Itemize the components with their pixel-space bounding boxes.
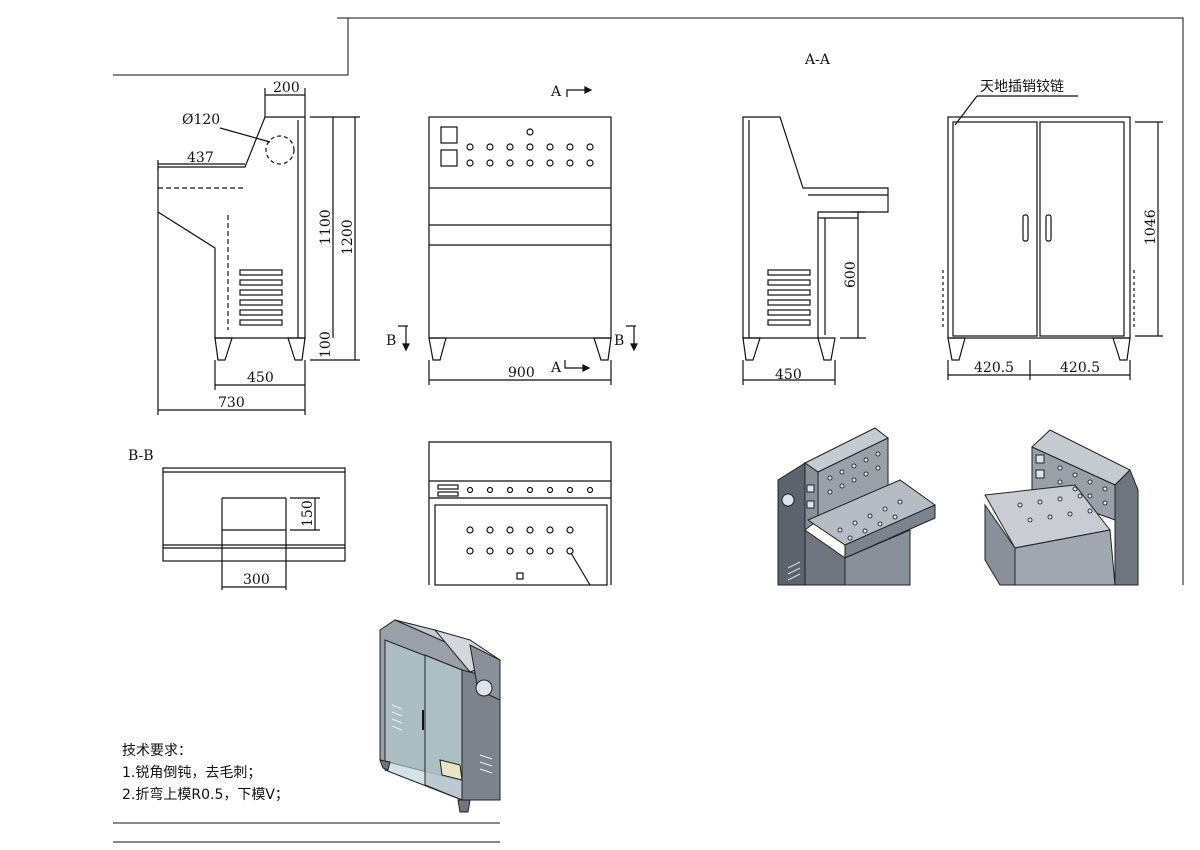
- front-view: [398, 86, 638, 385]
- dim-600: 600: [843, 261, 859, 288]
- dim-450-aa: 450: [775, 367, 802, 383]
- top-view: [428, 441, 612, 586]
- dim-100: 100: [318, 331, 334, 358]
- dim-900: 900: [508, 365, 535, 381]
- side-vent-slots: [239, 269, 283, 326]
- dim-1200: 1200: [340, 219, 356, 255]
- tech-requirement-item: 1.锐角倒钝，去毛刺；: [122, 765, 262, 781]
- tech-requirements: 技术要求： 1.锐角倒钝，去毛刺； 2.折弯上模R0.5，下模V；: [122, 740, 289, 806]
- section-aa-title: A-A: [804, 52, 831, 68]
- dim-420-5-left: 420.5: [974, 360, 1014, 376]
- tech-requirement-item: 2.折弯上模R0.5，下模V；: [122, 787, 289, 803]
- dim-1100: 1100: [318, 209, 334, 245]
- section-b-marker-left: B: [386, 333, 396, 349]
- dim-437: 437: [187, 150, 214, 166]
- dim-200: 200: [273, 80, 300, 96]
- dim-1046: 1046: [1143, 209, 1159, 245]
- rear-view: [942, 95, 1163, 380]
- dim-420-5-right: 420.5: [1060, 360, 1100, 376]
- section-aa-view: [742, 116, 889, 385]
- hinge-callout: 天地插销铰链: [980, 79, 1064, 95]
- isometric-view-rear: [984, 429, 1139, 586]
- dim-450-side: 450: [247, 370, 274, 386]
- tech-requirements-title: 技术要求：: [122, 743, 192, 759]
- side-view: [157, 88, 360, 415]
- dim-300: 300: [243, 572, 270, 588]
- aa-vent-slots: [767, 269, 811, 326]
- isometric-view-open-door: [379, 619, 502, 813]
- section-bb-title: B-B: [128, 448, 154, 464]
- section-bb-view: [162, 467, 346, 590]
- front-button-holes: [466, 128, 594, 167]
- section-a-marker-top: A: [550, 84, 562, 100]
- section-b-marker-right: B: [614, 333, 624, 349]
- dim-730: 730: [218, 395, 245, 411]
- dim-phi120: Ø120: [182, 112, 220, 128]
- drawing-frame: [113, 17, 1184, 843]
- dim-150: 150: [300, 500, 316, 527]
- section-a-marker-bottom: A: [550, 360, 562, 376]
- isometric-view-front: [777, 427, 937, 586]
- top-view-holes: [466, 486, 594, 555]
